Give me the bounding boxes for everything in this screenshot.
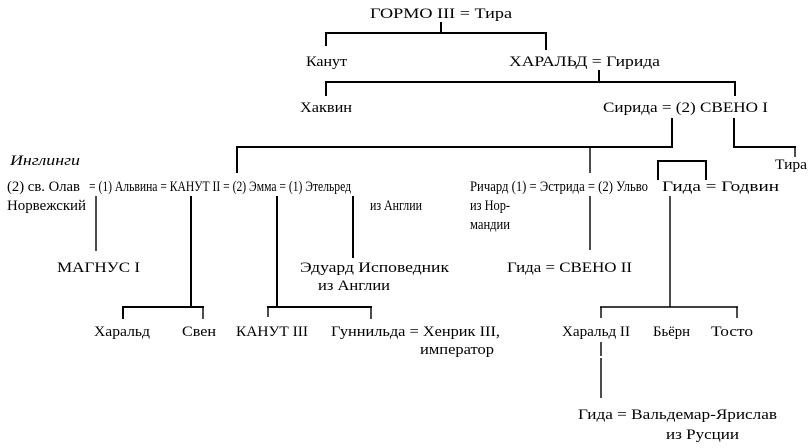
sirida-sweyn: Сирида = (2) СВЕНО I (603, 100, 768, 116)
canute-ii-marriages: = (1) Альвина = КАНУТ II = (2) Эмма = (1… (89, 179, 351, 195)
olav-line1: (2) св. Олав (7, 179, 80, 195)
gunnhild-henry: Гуннильда = Хенрик III, (331, 324, 500, 340)
gunnhild-line2: император (420, 342, 494, 358)
edward-line1: Эдуард Исповедник (300, 260, 450, 276)
tyra-daughter: Тира (775, 157, 807, 173)
richard-line3: мандии (470, 217, 510, 233)
richard-line2: из Нор- (470, 198, 510, 214)
harald-ii: Харальд II (562, 324, 630, 340)
gyda-valdemar: Гида = Вальдемар-Ярислав (578, 407, 777, 423)
olav-line2: Норвежский (7, 198, 86, 214)
magnus-i: МАГНУС I (57, 260, 140, 276)
richard-estrid-ulf: Ричард (1) = Эстрида = (2) Ульво (470, 179, 648, 195)
bjorn: Бьёрн (653, 324, 690, 340)
aethelred-line2: из Англии (370, 198, 422, 214)
edward-line2: из Англии (318, 278, 390, 294)
hakvin: Хаквин (300, 100, 352, 116)
gormo-tyra: ГОРМО III = Тира (370, 6, 512, 22)
gyda-valdemar-line2: из Русции (666, 427, 739, 443)
tosto: Тосто (711, 324, 753, 340)
canute-iii: КАНУТ III (236, 324, 308, 340)
connectors (95, 22, 796, 400)
harald-gyrid: ХАРАЛЬД = Гирида (509, 54, 660, 70)
knut: Канут (306, 54, 347, 70)
harald-son: Харальд (94, 324, 150, 340)
gyda-sweyn-ii: Гида = СВЕНО II (507, 260, 632, 276)
gyda-godwin: Гида = Годвин (662, 179, 779, 195)
ynglings-label: Инглинги (9, 153, 80, 169)
sven-son: Свен (182, 324, 216, 340)
